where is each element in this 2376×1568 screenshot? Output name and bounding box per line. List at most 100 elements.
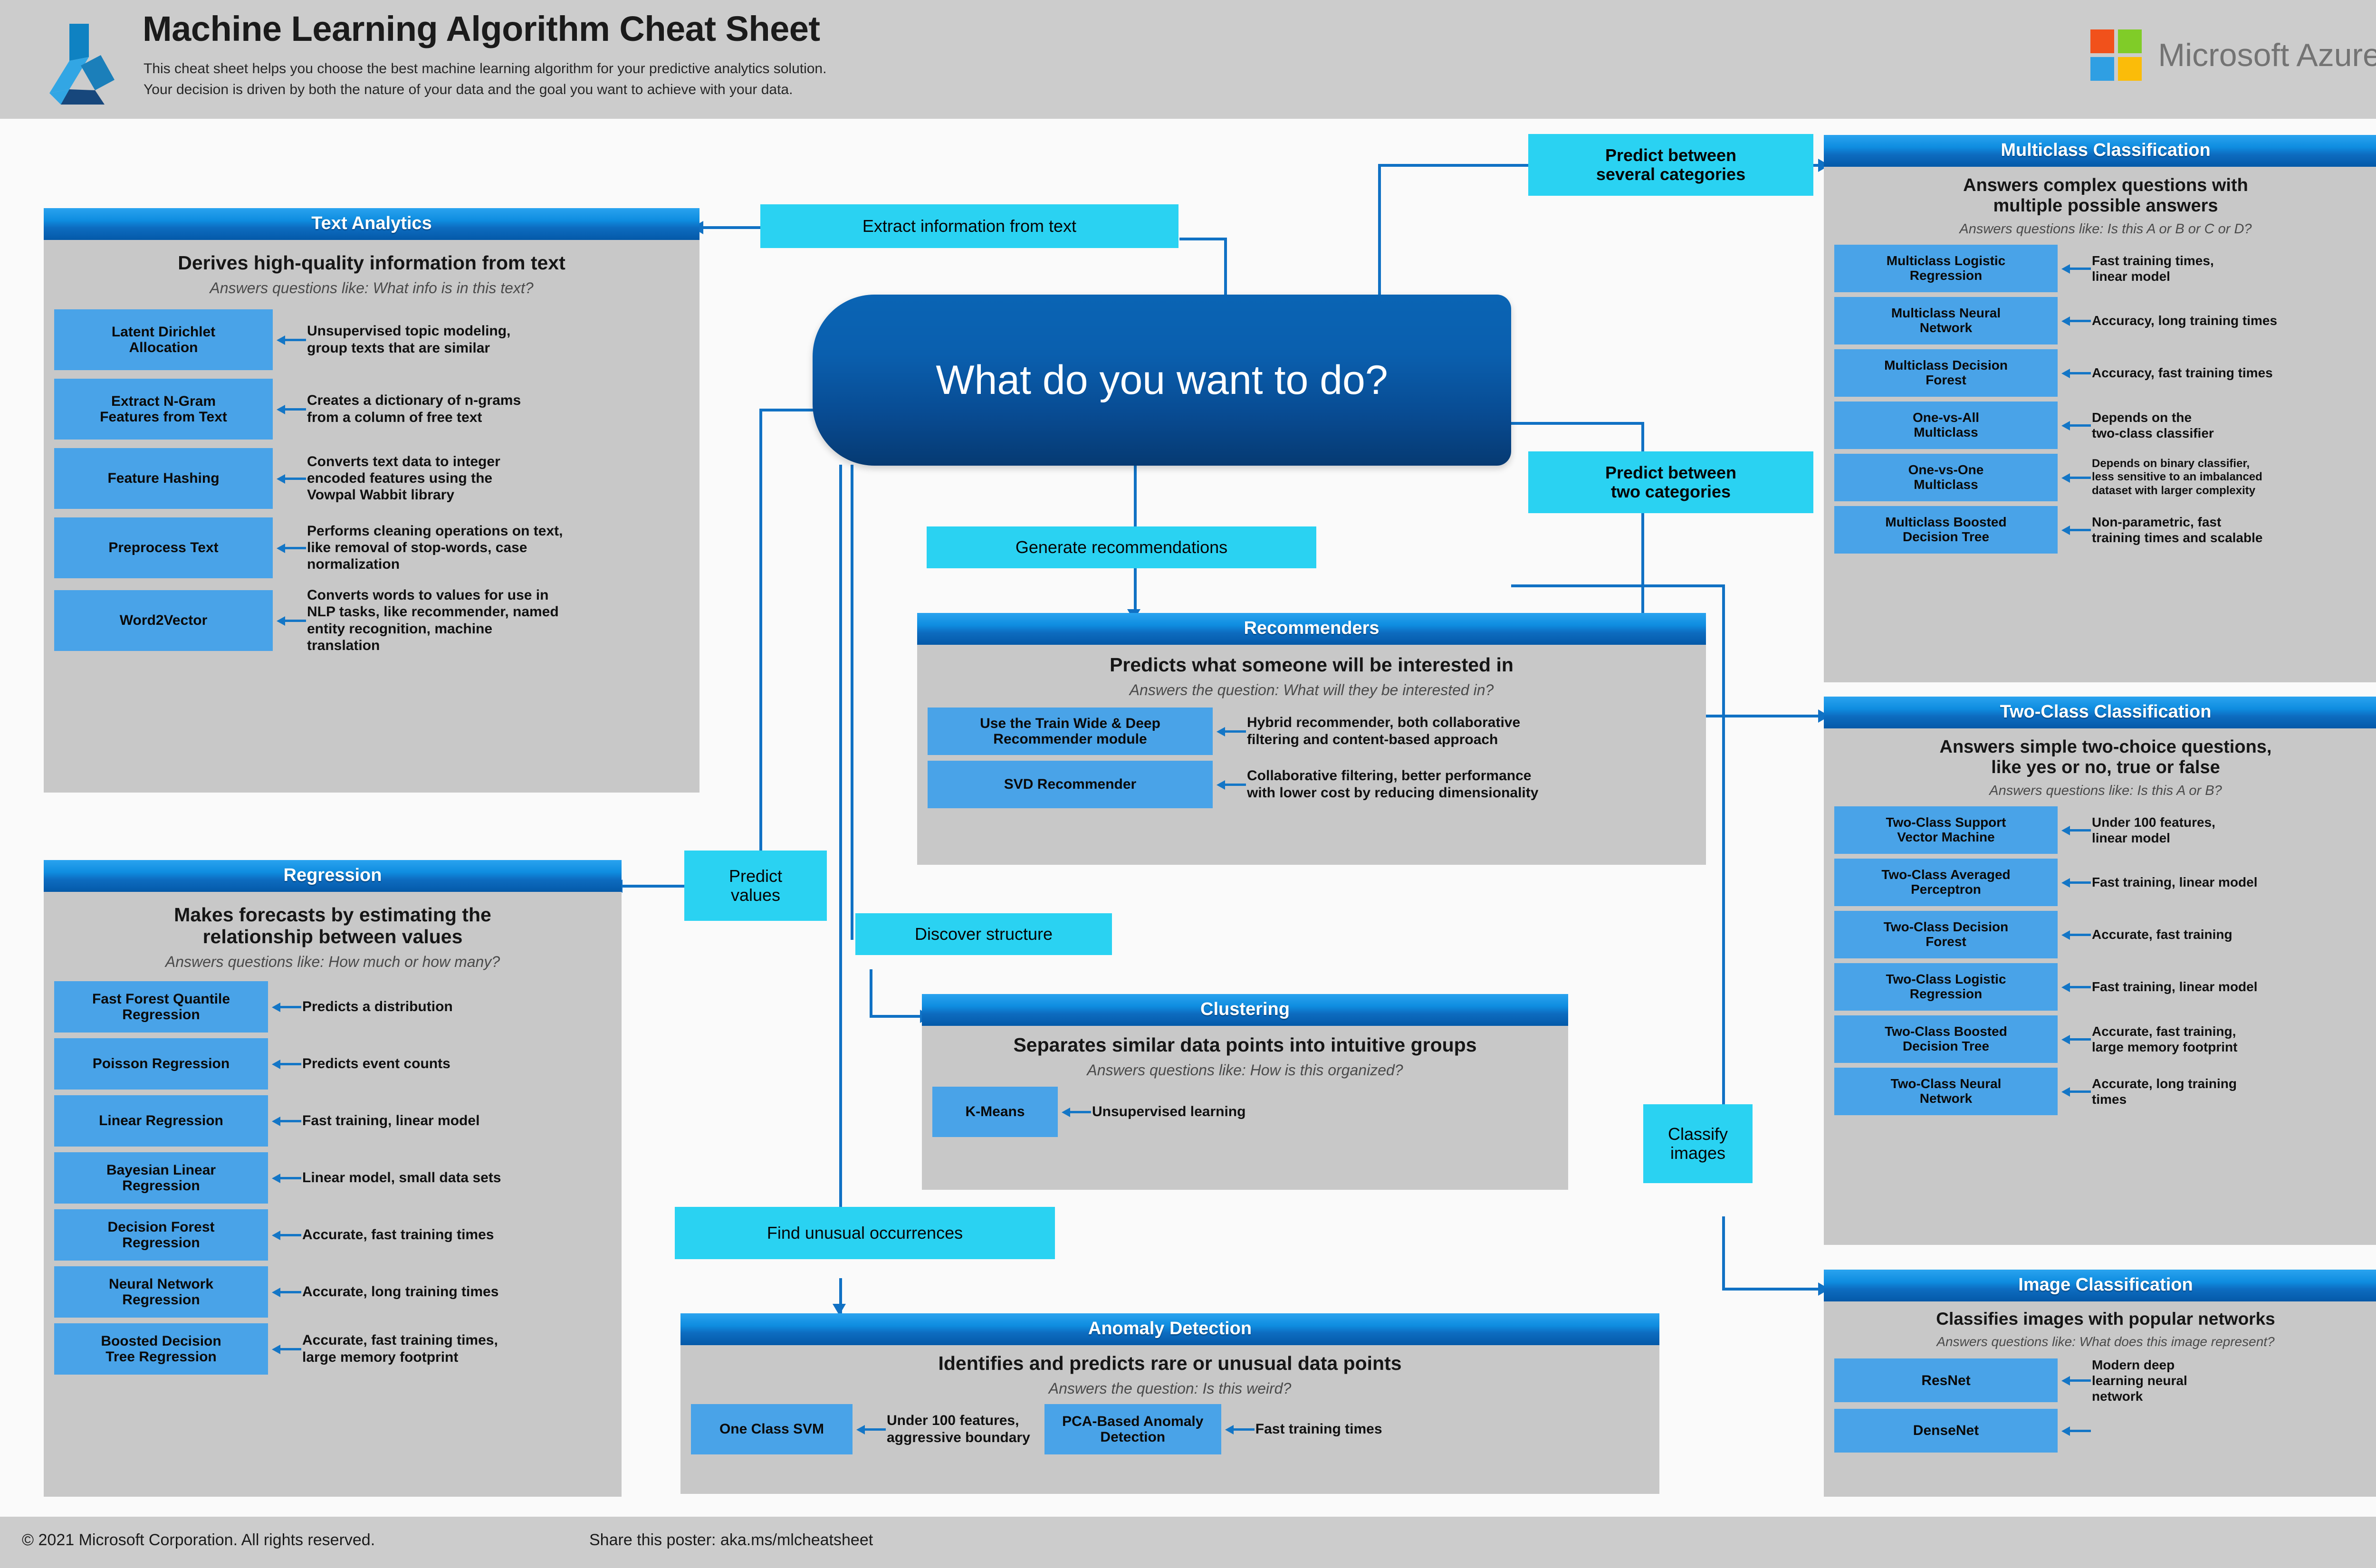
- arrow-left-icon: [273, 613, 307, 628]
- panel-question: Answers questions like: How is this orga…: [1087, 1061, 1403, 1079]
- panel-multiclass-classification: Multiclass Classification Answers comple…: [1824, 135, 2376, 682]
- arrow-left-icon: [1058, 1105, 1092, 1119]
- algorithm-rows: Multiclass Logistic Regression Fast trai…: [1834, 244, 2376, 554]
- connector-classify-images[interactable]: Classify images: [1643, 1104, 1753, 1183]
- line-center-left-stub: [759, 409, 814, 411]
- algorithm-row: Multiclass Boosted Decision Tree Non-par…: [1834, 506, 2376, 554]
- line-center-to-unusual: [839, 465, 842, 1225]
- algorithm-box[interactable]: Boosted Decision Tree Regression: [54, 1323, 268, 1375]
- algorithm-description: Under 100 features, linear model: [2092, 814, 2215, 845]
- algorithm-row: Use the Train Wide & Deep Recommender mo…: [928, 707, 1696, 755]
- algorithm-box[interactable]: Two-Class Logistic Regression: [1834, 963, 2058, 1011]
- algorithm-description: Converts words to values for use in NLP …: [307, 587, 559, 653]
- arrow-left-icon: [2058, 470, 2092, 485]
- algorithm-box[interactable]: Two-Class Neural Network: [1834, 1067, 2058, 1115]
- algorithm-description: Predicts event counts: [302, 1055, 450, 1071]
- algorithm-box[interactable]: One-vs-All Multiclass: [1834, 401, 2058, 449]
- algorithm-box[interactable]: Multiclass Neural Network: [1834, 296, 2058, 344]
- connector-generate-recommendations[interactable]: Generate recommendations: [927, 526, 1316, 568]
- algorithm-box[interactable]: Preprocess Text: [54, 517, 273, 578]
- algorithm-box[interactable]: K-Means: [932, 1086, 1058, 1137]
- connector-extract-information-from-text[interactable]: Extract information from text: [760, 204, 1178, 248]
- center-question-node[interactable]: What do you want to do?: [813, 295, 1511, 466]
- line-center-to-classify: [1511, 584, 1725, 587]
- algorithm-box[interactable]: Use the Train Wide & Deep Recommender mo…: [928, 707, 1213, 755]
- header-subtitle-line1: This cheat sheet helps you choose the be…: [144, 61, 827, 76]
- algorithm-box[interactable]: Extract N-Gram Features from Text: [54, 378, 273, 440]
- panel-lead: Classifies images with popular networks: [1936, 1309, 2275, 1329]
- panel-question: Answers the question: Is this weird?: [1048, 1379, 1292, 1397]
- algorithm-box[interactable]: DenseNet: [1834, 1408, 2058, 1453]
- algorithm-box[interactable]: ResNet: [1834, 1358, 2058, 1403]
- algorithm-row: Fast Forest Quantile Regression Predicts…: [54, 981, 611, 1033]
- algorithm-box[interactable]: Bayesian Linear Regression: [54, 1152, 268, 1204]
- arrow-left-icon: [853, 1422, 887, 1436]
- connector-predict-two-categories[interactable]: Predict between two categories: [1528, 451, 1813, 513]
- algorithm-box[interactable]: Word2Vector: [54, 590, 273, 651]
- panel-title: Text Analytics: [44, 208, 699, 240]
- microsoft-azure-brand: Microsoft Azure: [2090, 29, 2376, 81]
- algorithm-box[interactable]: Two-Class Decision Forest: [1834, 910, 2058, 958]
- algorithm-box[interactable]: Neural Network Regression: [54, 1266, 268, 1318]
- algorithm-box[interactable]: One Class SVM: [691, 1404, 853, 1454]
- connector-label-text: Extract information from text: [862, 216, 1077, 236]
- arrow-left-icon: [273, 541, 307, 555]
- algorithm-row: Multiclass Decision Forest Accuracy, fas…: [1834, 349, 2376, 397]
- line-extract-horizontal: [1179, 238, 1227, 240]
- algorithm-box[interactable]: Multiclass Logistic Regression: [1834, 244, 2058, 292]
- arrow-left-icon: [2058, 927, 2092, 942]
- algorithm-description: Depends on binary classifier, less sensi…: [2092, 457, 2262, 497]
- algorithm-box[interactable]: Decision Forest Regression: [54, 1209, 268, 1261]
- algorithm-row: One-vs-One Multiclass Depends on binary …: [1834, 453, 2376, 501]
- arrow-left-icon: [1221, 1422, 1255, 1436]
- algorithm-row: Two-Class Decision Forest Accurate, fast…: [1834, 910, 2376, 958]
- connector-label-text: Find unusual occurrences: [766, 1223, 963, 1243]
- algorithm-rows: K-Means Unsupervised learning: [932, 1086, 1558, 1137]
- algorithm-rows: Two-Class Support Vector Machine Under 1…: [1834, 806, 2376, 1115]
- algorithm-box[interactable]: Multiclass Decision Forest: [1834, 349, 2058, 397]
- connector-predict-several-categories[interactable]: Predict between several categories: [1528, 134, 1813, 196]
- algorithm-box[interactable]: Feature Hashing: [54, 448, 273, 509]
- algorithm-row: ResNet Modern deep learning neural netwo…: [1834, 1357, 2376, 1404]
- algorithm-box[interactable]: PCA-Based Anomaly Detection: [1044, 1404, 1221, 1454]
- connector-label-text: Classify images: [1667, 1124, 1728, 1163]
- algorithm-box[interactable]: Poisson Regression: [54, 1038, 268, 1090]
- connector-predict-values[interactable]: Predict values: [684, 851, 827, 921]
- algorithm-description: Creates a dictionary of n-grams from a c…: [307, 392, 521, 425]
- algorithm-box[interactable]: One-vs-One Multiclass: [1834, 453, 2058, 501]
- panel-body: Answers complex questions with multiple …: [1824, 175, 2376, 564]
- algorithm-box[interactable]: Two-Class Averaged Perceptron: [1834, 858, 2058, 906]
- panel-regression: Regression Makes forecasts by estimating…: [44, 860, 622, 1497]
- algorithm-box[interactable]: Latent Dirichlet Allocation: [54, 309, 273, 370]
- algorithm-box[interactable]: Multiclass Boosted Decision Tree: [1834, 506, 2058, 554]
- algorithm-box[interactable]: Fast Forest Quantile Regression: [54, 981, 268, 1033]
- line-classify-to-image: [1722, 1288, 1820, 1291]
- algorithm-box[interactable]: SVD Recommender: [928, 760, 1213, 808]
- connector-find-unusual-occurrences[interactable]: Find unusual occurrences: [675, 1207, 1055, 1259]
- line-two-to-twoclass: [1641, 715, 1820, 717]
- panel-lead: Answers complex questions with multiple …: [1963, 175, 2248, 216]
- algorithm-description: Depends on the two-class classifier: [2092, 410, 2214, 440]
- brand-label: Microsoft Azure: [2158, 37, 2376, 73]
- algorithm-box[interactable]: Two-Class Boosted Decision Tree: [1834, 1015, 2058, 1063]
- panel-two-class-classification: Two-Class Classification Answers simple …: [1824, 697, 2376, 1245]
- algorithm-row: Two-Class Support Vector Machine Under 1…: [1834, 806, 2376, 854]
- arrow-left-icon: [2058, 314, 2092, 328]
- algorithm-description: Fast training, linear model: [302, 1112, 480, 1128]
- arrow-left-icon: [2058, 823, 2092, 837]
- arrow-left-icon: [268, 1114, 302, 1128]
- arrow-left-icon: [1213, 777, 1247, 792]
- arrow-left-icon: [268, 1342, 302, 1356]
- line-extract-to-text-panel: [703, 226, 760, 229]
- algorithm-description: Accuracy, fast training times: [2092, 365, 2273, 381]
- arrow-left-icon: [268, 1057, 302, 1071]
- connector-discover-structure[interactable]: Discover structure: [855, 913, 1112, 955]
- panel-title: Multiclass Classification: [1824, 135, 2376, 167]
- arrow-left-icon: [2058, 980, 2092, 994]
- algorithm-box[interactable]: Linear Regression: [54, 1095, 268, 1147]
- algorithm-description: Performs cleaning operations on text, li…: [307, 523, 563, 573]
- algorithm-description: Accurate, fast training: [2092, 927, 2232, 942]
- algorithm-description: Accurate, fast training times, large mem…: [302, 1332, 498, 1365]
- algorithm-box[interactable]: Two-Class Support Vector Machine: [1834, 806, 2058, 854]
